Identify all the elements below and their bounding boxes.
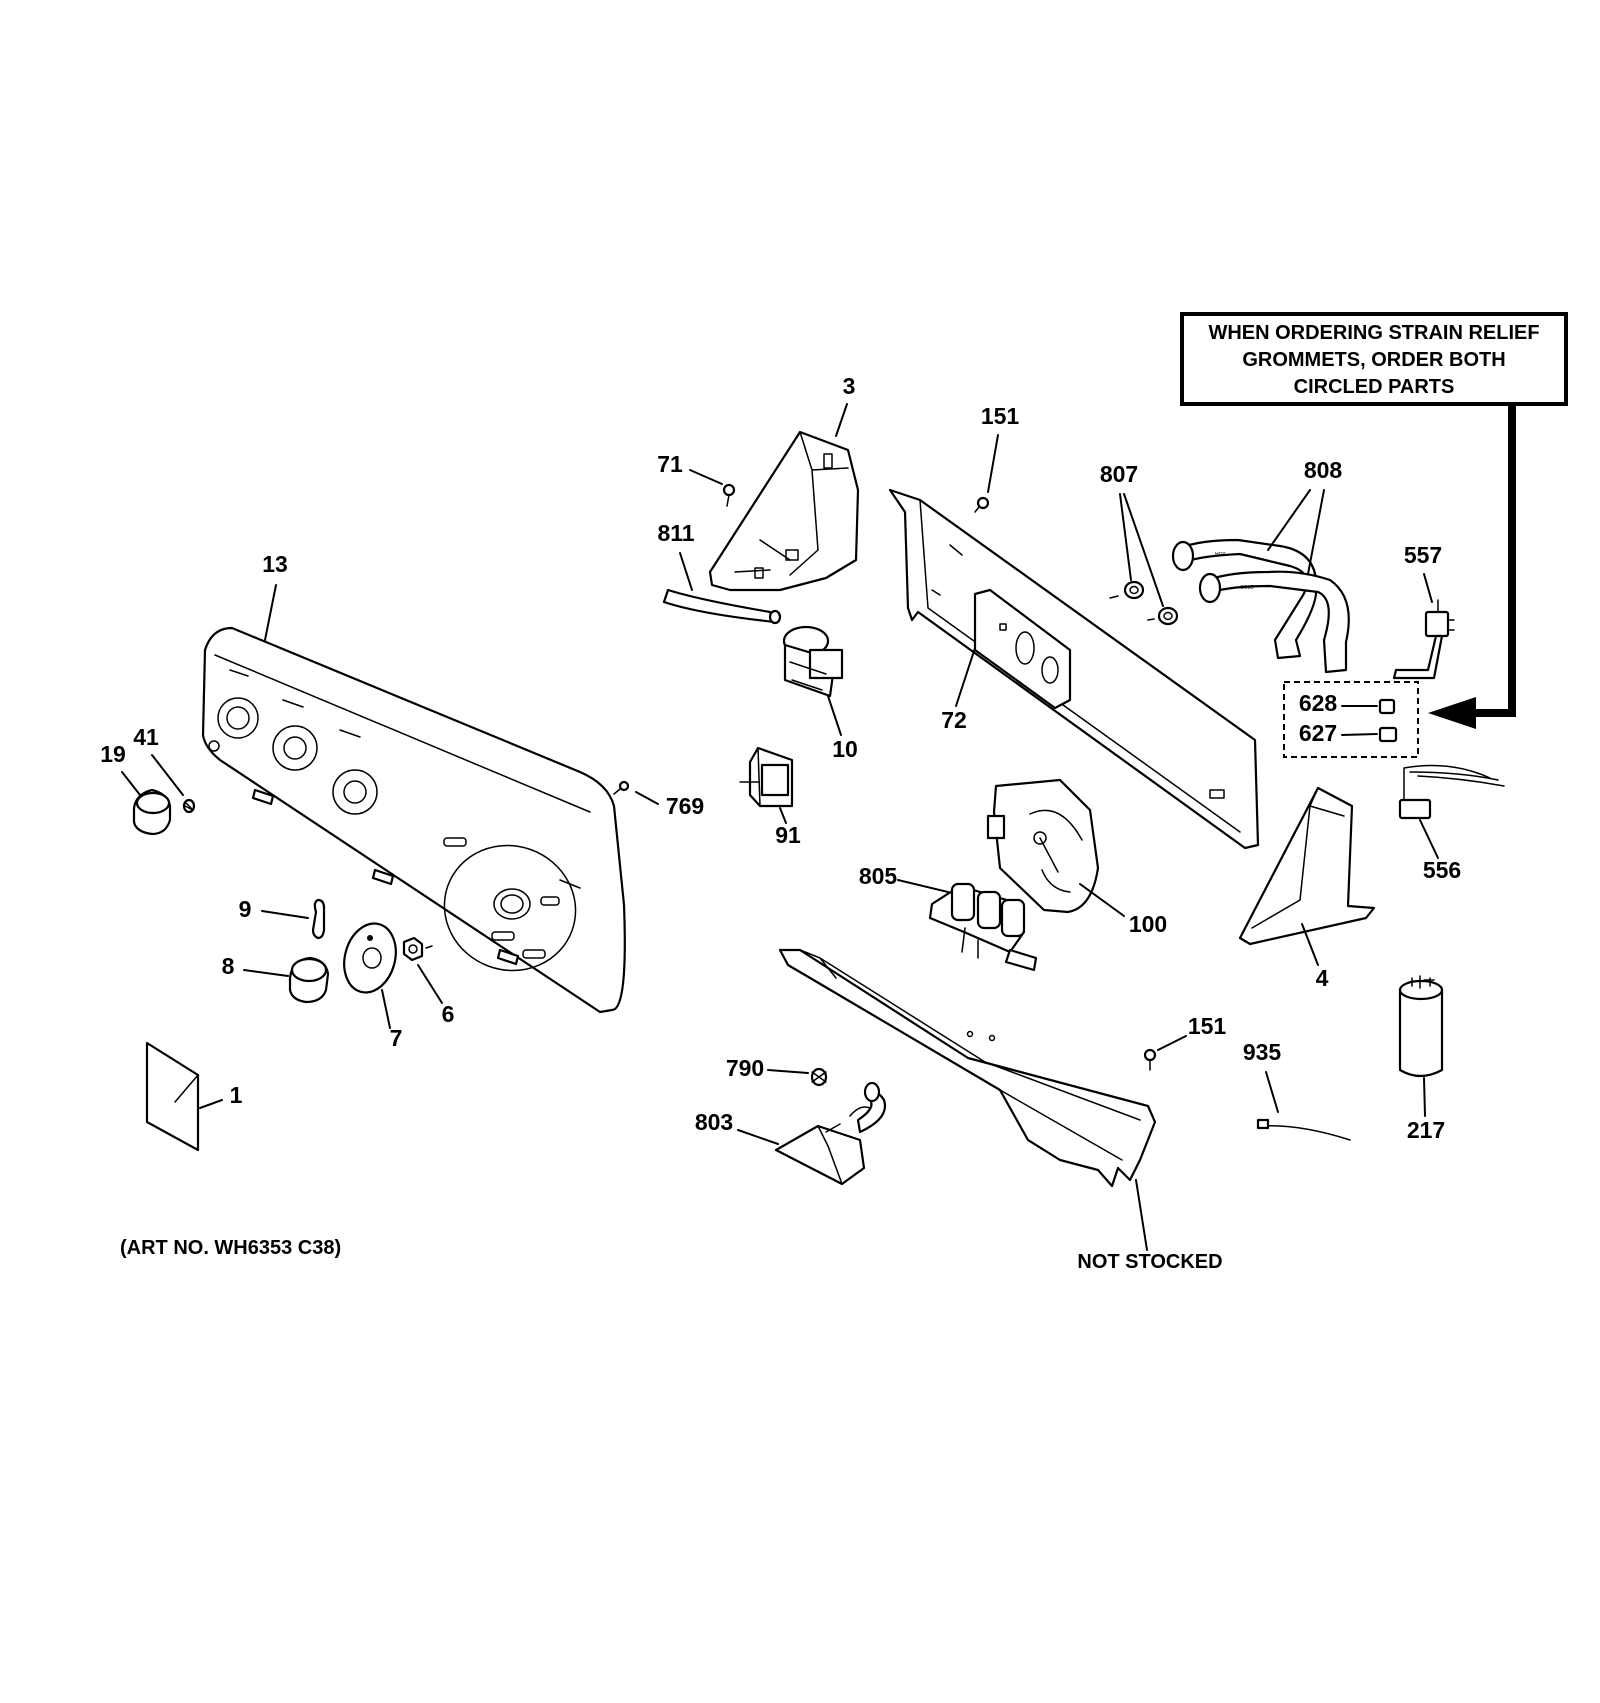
part-808-fill-hoses: HOT COLD bbox=[1171, 538, 1350, 674]
callout-8: 8 bbox=[222, 953, 235, 979]
callout-790: 790 bbox=[726, 1055, 764, 1081]
part-557-cord-connector bbox=[1392, 599, 1455, 680]
part-811-tube bbox=[662, 588, 782, 625]
part-151-screw-top bbox=[974, 496, 990, 513]
part-556-harness bbox=[1398, 764, 1505, 820]
callout-151-top: 151 bbox=[981, 403, 1020, 429]
callout-19: 19 bbox=[100, 741, 126, 767]
callout-13: 13 bbox=[262, 551, 288, 577]
part-769-screw bbox=[613, 780, 630, 795]
part-not-stocked-bottom-panel bbox=[778, 948, 1157, 1188]
part-6-nut bbox=[402, 936, 433, 962]
part-3-end-bracket bbox=[708, 430, 860, 592]
part-935-ground-wire bbox=[1256, 1118, 1351, 1141]
ordering-note: WHEN ORDERING STRAIN RELIEF GROMMETS, OR… bbox=[1180, 312, 1568, 406]
callout-808: 808 bbox=[1304, 457, 1343, 483]
part-100-timer bbox=[986, 778, 1100, 914]
callout-556: 556 bbox=[1423, 857, 1461, 883]
callout-628: 628 bbox=[1299, 690, 1338, 716]
not-stocked-label: NOT STOCKED bbox=[1077, 1251, 1222, 1273]
callout-807: 807 bbox=[1100, 461, 1138, 487]
callout-4: 4 bbox=[1316, 965, 1329, 991]
part-7-dial-skirt bbox=[343, 922, 397, 994]
callout-10: 10 bbox=[832, 736, 858, 762]
callout-803: 803 bbox=[695, 1109, 733, 1135]
callout-3: 3 bbox=[843, 373, 856, 399]
part-1-literature bbox=[145, 1041, 200, 1152]
callout-72: 72 bbox=[941, 707, 967, 733]
note-line-1: WHEN ORDERING STRAIN RELIEF bbox=[1208, 322, 1539, 344]
callout-769: 769 bbox=[666, 793, 704, 819]
part-805-water-valve bbox=[928, 882, 1038, 972]
callout-71: 71 bbox=[657, 451, 683, 477]
callout-557: 557 bbox=[1404, 542, 1442, 568]
hose-label-hot: HOT bbox=[1215, 552, 1226, 558]
part-91-switch bbox=[739, 746, 794, 808]
note-arrow bbox=[1428, 405, 1516, 729]
callout-805: 805 bbox=[859, 863, 898, 889]
part-4-end-bracket bbox=[1238, 786, 1376, 946]
art-number: (ART NO. WH6353 C38) bbox=[120, 1237, 341, 1259]
part-19-knob bbox=[132, 788, 172, 836]
part-151-screw-bottom bbox=[1143, 1048, 1157, 1071]
part-803-dispenser bbox=[774, 1081, 887, 1186]
part-9-clip bbox=[311, 898, 326, 940]
callout-41: 41 bbox=[133, 724, 159, 750]
callout-91: 91 bbox=[775, 822, 801, 848]
part-71-screw bbox=[722, 483, 736, 507]
part-8-knob bbox=[288, 956, 330, 1004]
part-217-capacitor bbox=[1398, 975, 1444, 1078]
callout-6: 6 bbox=[442, 1001, 455, 1027]
part-41-spring bbox=[182, 798, 196, 814]
callout-151-bottom: 151 bbox=[1188, 1013, 1227, 1039]
callout-217: 217 bbox=[1407, 1117, 1445, 1143]
part-13-control-panel bbox=[201, 626, 626, 1014]
part-807-washers bbox=[1109, 580, 1179, 626]
note-line-3: CIRCLED PARTS bbox=[1294, 376, 1455, 398]
callout-627: 627 bbox=[1299, 720, 1337, 746]
callout-811: 811 bbox=[657, 520, 694, 546]
hose-label-cold: COLD bbox=[1240, 585, 1254, 591]
part-10-pressure-switch bbox=[782, 625, 844, 698]
callout-935: 935 bbox=[1243, 1039, 1282, 1065]
callout-1: 1 bbox=[230, 1082, 243, 1108]
note-line-2: GROMMETS, ORDER BOTH bbox=[1242, 349, 1505, 371]
callout-100: 100 bbox=[1129, 911, 1167, 937]
callout-7: 7 bbox=[390, 1025, 403, 1051]
part-790-clamp bbox=[810, 1067, 828, 1087]
callout-9: 9 bbox=[239, 896, 252, 922]
strain-relief-grommets bbox=[1283, 681, 1419, 758]
